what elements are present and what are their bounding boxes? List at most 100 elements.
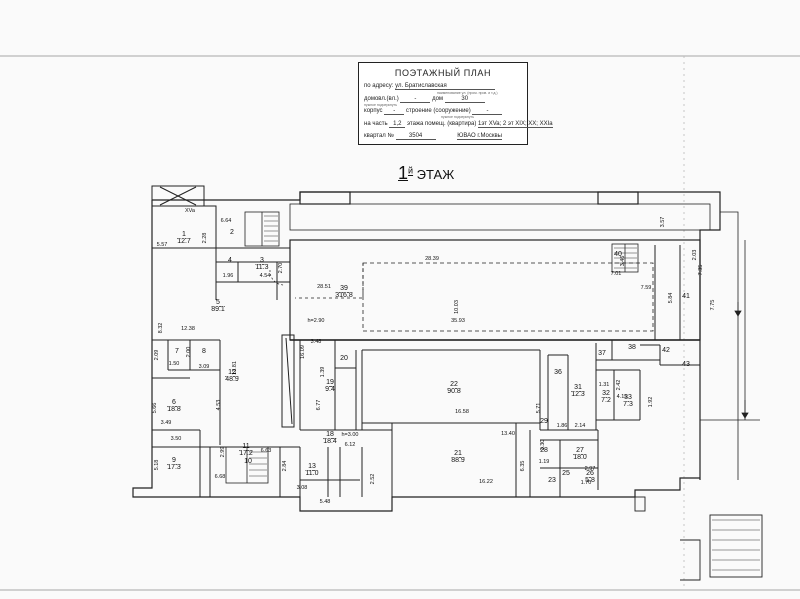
- dom-value: 30: [444, 96, 485, 103]
- dimension-label: 28.39: [425, 256, 439, 262]
- room-number-42: 42: [662, 347, 670, 354]
- dimension-label: 1.92: [648, 397, 654, 408]
- address-label: по адресу:: [364, 83, 394, 89]
- room-area-22: 90.8: [447, 388, 461, 395]
- address-hint: наименование ул. (пром. пров. и т.д.): [437, 91, 498, 95]
- room-number-43: 43: [682, 361, 690, 368]
- dimension-label: 2.28: [202, 233, 208, 244]
- room-number-4: 4: [228, 257, 232, 264]
- room-number-39: 39: [340, 285, 348, 292]
- room-number-36: 36: [554, 369, 562, 376]
- room-number-6: 6: [172, 399, 176, 406]
- dimension-label: 2.52: [370, 474, 376, 485]
- kvartal-value: 3504: [395, 133, 436, 140]
- room-area-26: 5.8: [585, 477, 595, 484]
- dimension-label: 7.01: [611, 271, 622, 277]
- dimension-label: 3.08: [297, 485, 308, 491]
- stroenie-hint: нужное подчеркнуть: [441, 115, 475, 119]
- dimension-label: 1.50: [169, 361, 180, 367]
- room-number-9: 9: [172, 457, 176, 464]
- dimension-label: 3.46: [620, 256, 626, 267]
- dimension-label: 3.30: [540, 440, 546, 451]
- dimension-label: 4.53: [216, 400, 222, 411]
- dimension-label: 5.71: [536, 403, 542, 414]
- entrance-bay: [151, 185, 290, 249]
- room-area-27: 18.0: [573, 454, 587, 461]
- dimension-label: 5.48: [320, 499, 331, 505]
- dimension-label: 16.22: [479, 479, 493, 485]
- room-number-12: 12: [228, 369, 236, 376]
- dimension-label: 3.48: [311, 339, 322, 345]
- kvartal-label: квартал №: [364, 133, 394, 139]
- room-area-13: 11.0: [305, 470, 318, 477]
- room-number-28: 28: [540, 447, 548, 454]
- dimension-label: 7.35: [698, 265, 704, 276]
- dom-label: дом: [432, 96, 444, 102]
- dimension-label: 7.59: [641, 285, 652, 291]
- room-12-column: [269, 269, 295, 428]
- stairs: [225, 211, 639, 484]
- room-area-9: 17.3: [167, 464, 181, 471]
- dimension-label: 10.03: [454, 300, 460, 314]
- room-area-6: 18.8: [167, 406, 181, 413]
- page-edges: [0, 55, 800, 591]
- arrows: [734, 302, 749, 419]
- floor-ordinal: й: [408, 165, 414, 176]
- room-area-31: 12.3: [571, 391, 585, 398]
- dimension-label: 6.68: [215, 474, 226, 480]
- dimension-label: 8.32: [158, 323, 164, 334]
- room-number-10: 10: [244, 458, 252, 465]
- dimension-label: 3.49: [161, 420, 172, 426]
- part-label: на часть: [364, 121, 388, 127]
- room-area-21: 88.9: [451, 457, 465, 464]
- room-number-20: 20: [340, 355, 348, 362]
- house-label: домовл.(вл.): [364, 96, 399, 102]
- dimension-label: 12.38: [181, 326, 195, 332]
- dimension-label: 1.96: [223, 273, 234, 279]
- dimension-label: 1.39: [320, 367, 326, 378]
- house-value: -: [400, 96, 431, 103]
- dimension-label: 16.58: [455, 409, 469, 415]
- room-number-31: 31: [574, 384, 582, 391]
- room-area-18: 18.4: [323, 438, 337, 445]
- room-number-32: 32: [602, 390, 610, 397]
- room-number-1: 1: [182, 231, 186, 238]
- stair-treads: [249, 215, 760, 571]
- dimension-label: 5.66: [152, 403, 158, 414]
- stroenie-value: -: [472, 108, 503, 115]
- room-number-29: 29: [540, 418, 548, 425]
- dimension-label: 6.12: [345, 442, 356, 448]
- dimension-label: 6.77: [316, 400, 322, 411]
- dimension-label: 1.70: [581, 480, 592, 486]
- external-stair-lower-right: [634, 496, 763, 581]
- room-number-19: 19: [326, 379, 334, 386]
- room-number-11: 11: [242, 443, 249, 450]
- room-area-33: 7.3: [623, 401, 633, 408]
- dimension-label: 2.70: [278, 263, 284, 274]
- dimension-label: 1.86: [557, 423, 568, 429]
- room-number-40: 40: [614, 251, 622, 258]
- dimension-label: 3.50: [171, 436, 182, 442]
- room-number-5: 5: [216, 299, 220, 306]
- dimension-label: 4.15: [617, 394, 628, 400]
- district: ЮВАО г.Москвы: [457, 133, 502, 140]
- dimension-label: 1.31: [599, 382, 610, 388]
- room-number-26: 26: [586, 470, 594, 477]
- room-number-8: 8: [202, 348, 206, 355]
- room-number-21: 21: [454, 450, 462, 457]
- room-area-39: 316.8: [335, 292, 353, 299]
- dimension-label: 13.81: [232, 361, 238, 375]
- room-number-13: 13: [308, 463, 316, 470]
- house-hint: нужное подчеркнуть: [364, 103, 398, 107]
- stamp-title: ПОЭТАЖНЫЙ ПЛАН: [394, 68, 492, 78]
- floor-label: 1й ЭТАЖ: [398, 163, 454, 184]
- dimension-label: 6.63: [261, 448, 272, 454]
- part-value: 1,2: [389, 121, 406, 128]
- dimension-label: 5.18: [154, 460, 160, 471]
- room-area-3: 11.3: [255, 264, 268, 271]
- room-number-37: 37: [598, 350, 606, 357]
- dimension-label: 13.40: [501, 431, 515, 437]
- dimension-label: 5.84: [668, 293, 674, 304]
- dimension-label: 3.57: [660, 217, 666, 228]
